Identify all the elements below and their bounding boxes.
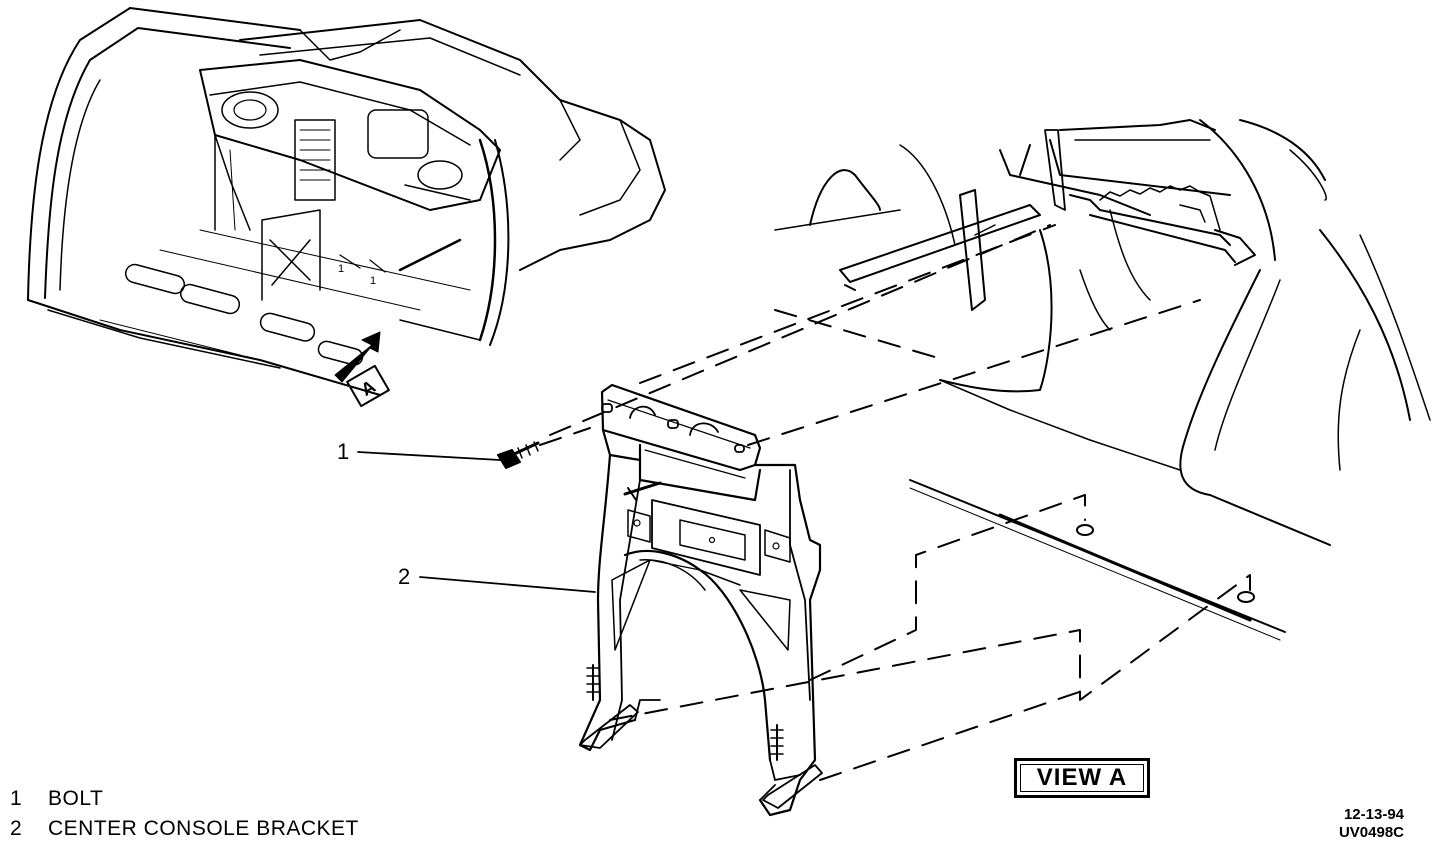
legend-label: BOLT [48,787,104,810]
console-bracket-part [578,383,823,817]
callout-1: 1 [337,439,350,464]
bolt-part [497,441,540,469]
legend-label: CENTER CONSOLE BRACKET [48,817,359,840]
projection-lines [539,224,1251,781]
figure-code: UV0498C [1338,824,1404,841]
callout-2: 2 [398,564,411,589]
date-code: 12-13-94 [1343,806,1404,823]
reference-codes: 12-13-94 UV0498C [1300,806,1404,842]
svg-text:1: 1 [370,275,376,287]
parts-legend: 1 BOLT 2 CENTER CONSOLE BRACKET [10,784,359,844]
legend-row: 2 CENTER CONSOLE BRACKET [10,814,359,844]
legend-number: 1 [10,787,23,810]
legend-row: 1 BOLT [10,784,359,814]
floor-rail [909,479,1286,641]
legend-number: 2 [10,817,23,840]
svg-text:1: 1 [338,263,344,275]
vehicle-overview: 1 1 [27,7,666,408]
view-label: VIEW A [1014,758,1150,798]
leader-lines [357,451,596,593]
floor-detail [774,119,1431,546]
side-screws [586,664,784,761]
